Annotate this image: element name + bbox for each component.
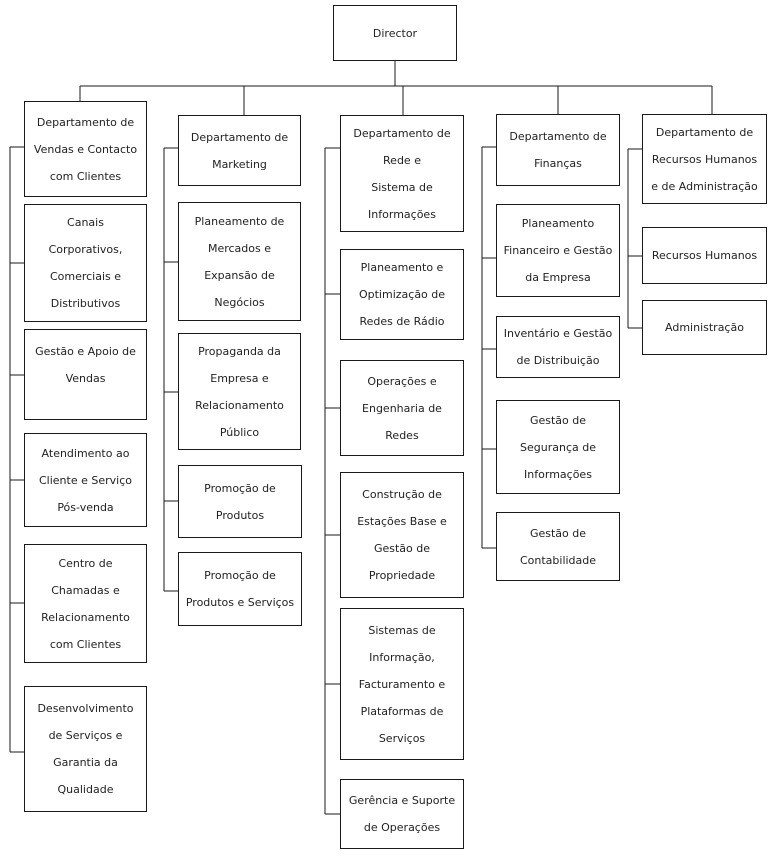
- director-box: Director: [333, 5, 457, 61]
- unit-box: Recursos Humanos: [642, 227, 767, 284]
- unit-box: Administração: [642, 300, 767, 355]
- unit-label: Administração: [665, 321, 744, 334]
- unit-label: Recursos Humanos: [651, 249, 758, 262]
- director-label: Director: [372, 26, 418, 40]
